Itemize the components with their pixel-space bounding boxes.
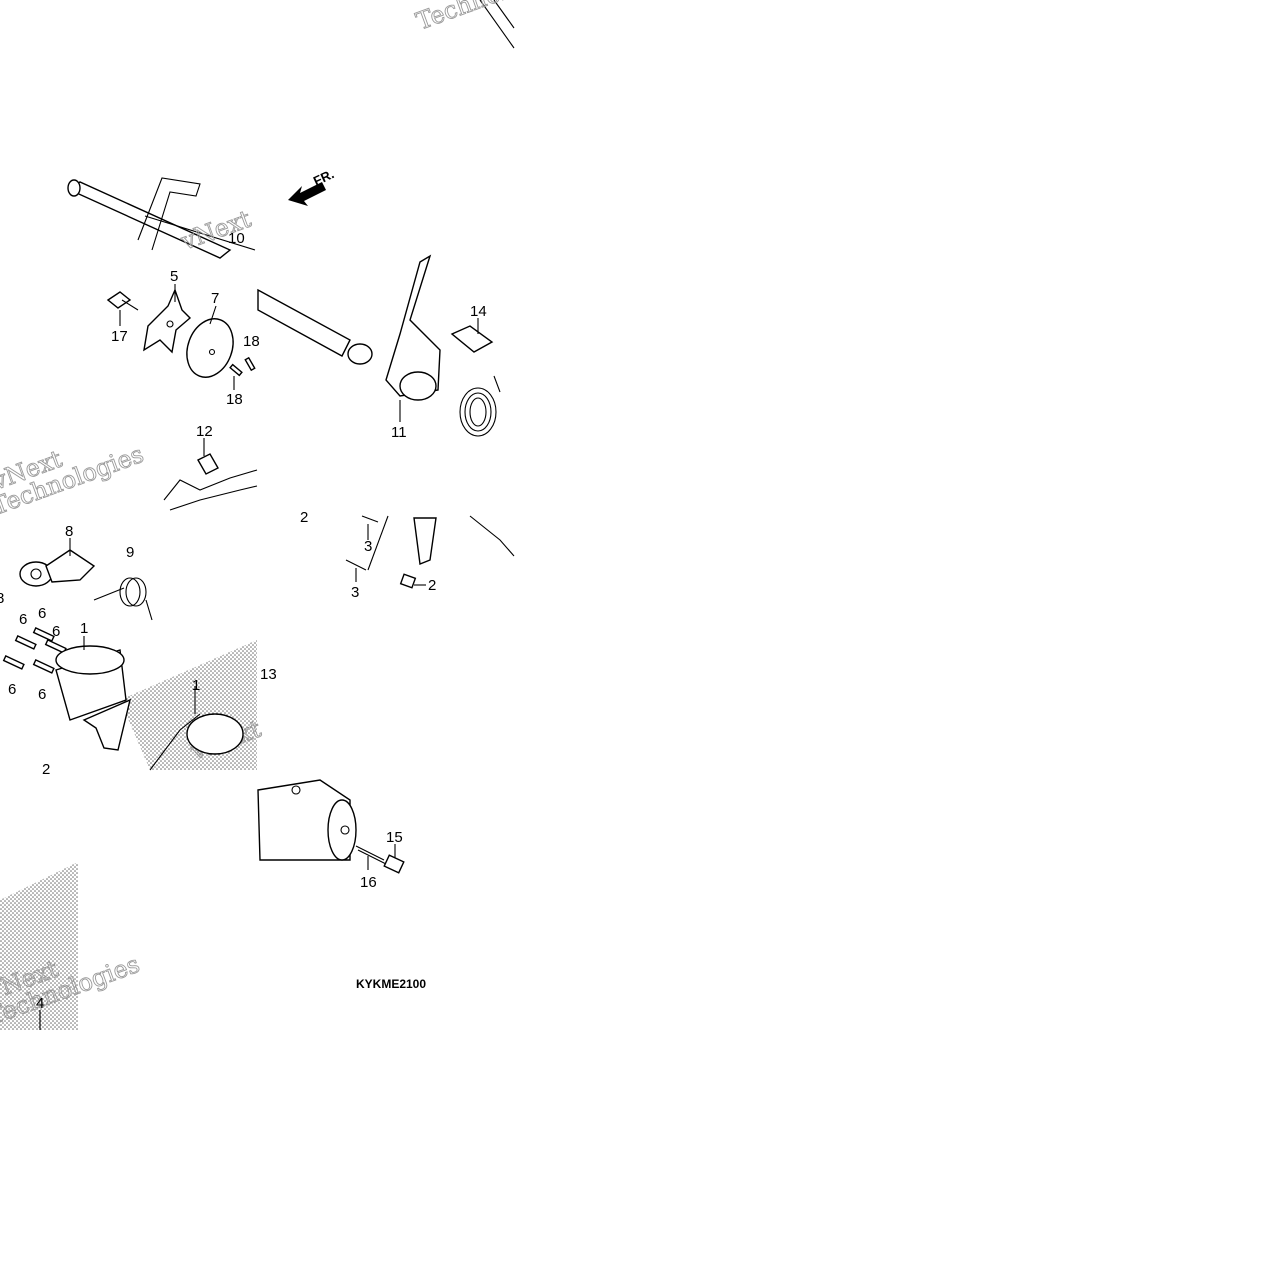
- callout-4: 4: [36, 995, 44, 1012]
- callout-6a: 6: [19, 611, 27, 628]
- fork-fragment-right: [367, 515, 515, 571]
- front-arrow-label: FR.: [311, 166, 336, 188]
- callout-3: 3: [364, 538, 372, 555]
- spring-12: [197, 453, 219, 475]
- callout-16: 16: [360, 874, 377, 891]
- tile-top-right-fragment: Technologies: [412, 0, 572, 49]
- callout-5: 5: [170, 268, 178, 285]
- pin-2: [399, 573, 417, 589]
- shift-drum-fragment: [149, 713, 244, 771]
- callout-18b: 18: [226, 391, 243, 408]
- callout-18a: 18: [243, 333, 260, 350]
- leader-lines: [39, 284, 479, 1030]
- callout-2b: 2: [300, 509, 308, 526]
- spring-16: [355, 845, 387, 865]
- arm-8: [19, 549, 96, 587]
- watermark-text: Technologies: [412, 0, 571, 36]
- callout-9: 9: [126, 544, 134, 561]
- callout-15: 15: [386, 829, 403, 846]
- spring-9: [93, 577, 153, 621]
- watermark-cluster-left: vNext Technologies: [0, 440, 148, 522]
- shift-drum: [257, 779, 357, 861]
- callout-6c: 6: [52, 623, 60, 640]
- bolt-17: [106, 291, 139, 311]
- stopper-plate-5: [143, 288, 192, 354]
- callout-14: 14: [470, 303, 487, 320]
- callout-17: 17: [111, 328, 128, 345]
- plate-7: [186, 318, 234, 378]
- callout-1: 1: [80, 620, 88, 637]
- callout-10: 10: [228, 230, 245, 247]
- callout-3b: 3: [351, 584, 359, 601]
- callout-13: 13: [260, 666, 277, 683]
- shift-fork-1: [55, 645, 132, 751]
- pin-15: [383, 854, 405, 874]
- shift-arm-11: [257, 254, 441, 401]
- callout-6e: 6: [38, 686, 46, 703]
- callout-8: 8: [65, 523, 73, 540]
- wing-logo-fragment-bottom: [0, 862, 78, 1030]
- spring-3: [345, 515, 379, 571]
- callout-2c: 2: [42, 761, 50, 778]
- callout-1b: 1: [192, 677, 200, 694]
- callout-8b: 8: [0, 590, 4, 607]
- callout-6d: 6: [8, 681, 16, 698]
- stopper-arm-fragment: [163, 469, 258, 511]
- callouts: 1 1 2 2 2 3 3 4 5 6 6 6 6 6 7 8 8 9 10 1…: [0, 230, 487, 1012]
- callout-7: 7: [211, 290, 219, 307]
- pin-18: [229, 356, 256, 377]
- drawing-code: KYKME2100: [356, 977, 426, 991]
- shift-spindle: [67, 177, 256, 259]
- front-arrow: FR.: [288, 166, 336, 206]
- callout-2: 2: [428, 577, 436, 594]
- bolt-14: [450, 325, 494, 353]
- callout-11: 11: [391, 424, 407, 441]
- callout-6b: 6: [38, 605, 46, 622]
- pins-6: [2, 627, 67, 674]
- return-spring: [459, 375, 501, 437]
- callout-12: 12: [196, 423, 213, 440]
